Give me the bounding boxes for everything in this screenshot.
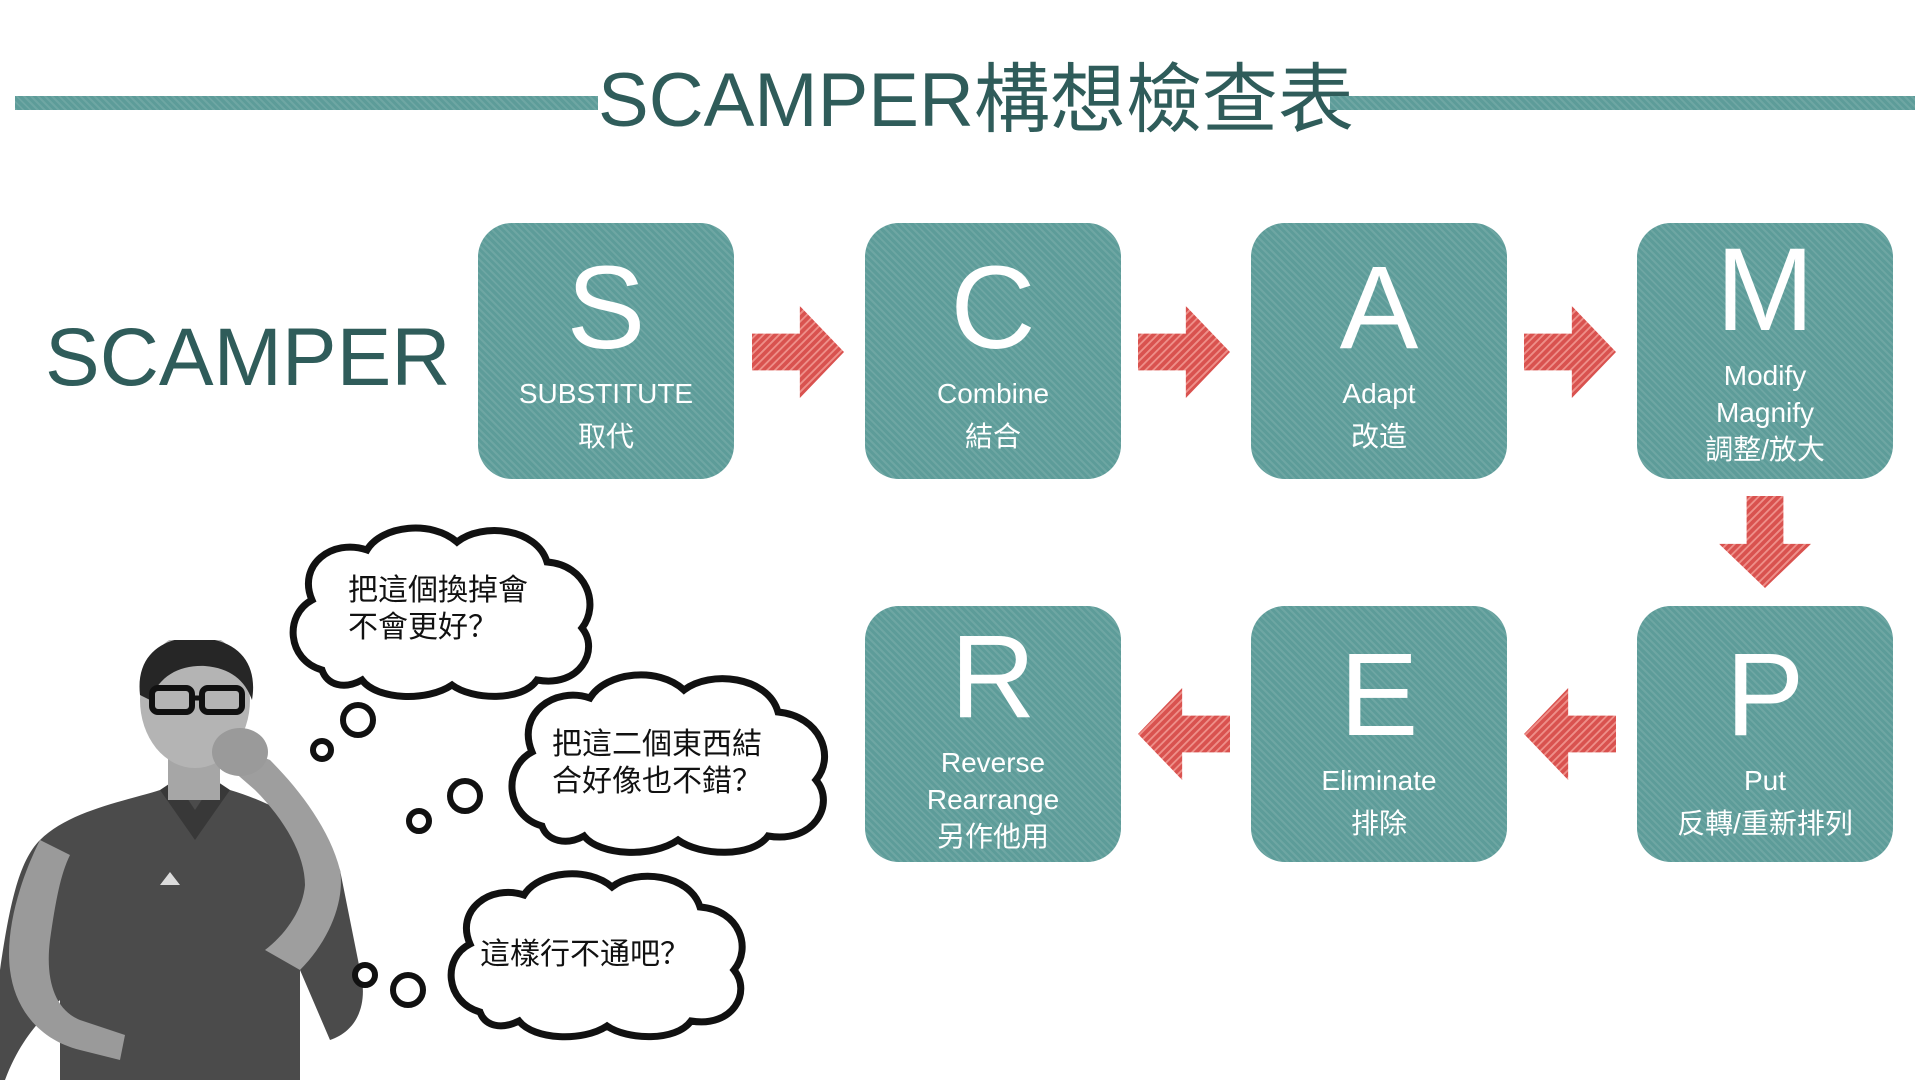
thought-dot (447, 778, 483, 814)
step-words: Adapt 改造 (1251, 375, 1507, 455)
scamper-label: SCAMPER (45, 312, 451, 403)
step-word: SUBSTITUTE (518, 378, 694, 409)
step-letter: P (1725, 629, 1805, 761)
thought-dot (390, 972, 426, 1008)
step-reverse: R Reverse Rearrange 另作他用 (865, 606, 1121, 862)
thought-dot (310, 738, 334, 762)
thought-bubble-icon: 把這個換掉會 不會更好？ (282, 520, 600, 702)
flow-arrow-right-icon (752, 306, 844, 398)
step-letter: E (1339, 629, 1419, 761)
step-word: 結合 (964, 421, 1021, 452)
step-adapt: A Adapt 改造 (1251, 223, 1507, 479)
thought-dot (340, 702, 376, 738)
flow-arrow-left-icon (1138, 688, 1230, 780)
step-combine: C Combine 結合 (865, 223, 1121, 479)
step-word: Magnify (1715, 397, 1815, 428)
step-word: 排除 (1350, 808, 1407, 839)
title-rule-left (15, 96, 598, 110)
step-words: Combine 結合 (865, 375, 1121, 455)
step-word: Adapt (1342, 378, 1416, 409)
thought-line: 這樣行不通吧？ (480, 938, 690, 971)
thought-bubble-icon: 把這二個東西結 合好像也不錯？ (500, 666, 836, 858)
step-word: Reverse (940, 747, 1046, 778)
step-letter: C (950, 242, 1036, 374)
step-word: Modify (1723, 360, 1807, 391)
step-word: Combine (936, 378, 1050, 409)
step-letter: R (950, 611, 1036, 743)
step-words: SUBSTITUTE 取代 (478, 375, 734, 455)
step-word: 另作他用 (936, 821, 1049, 852)
thought-bubble-icon: 這樣行不通吧？ (440, 866, 752, 1042)
flow-arrow-right-icon (1138, 306, 1230, 398)
flow-arrow-right-icon (1524, 306, 1616, 398)
thinking-man-illustration (0, 632, 440, 1080)
step-words: Modify Magnify 調整/放大 (1637, 357, 1893, 468)
step-word: 改造 (1350, 421, 1407, 452)
step-letter: S (566, 242, 646, 374)
thought-line: 把這二個東西結 (552, 728, 762, 761)
slide-title: SCAMPER構想檢查表 (598, 58, 1354, 143)
step-letter: M (1715, 224, 1815, 356)
thought-line: 不會更好？ (348, 611, 498, 644)
step-word: Put (1743, 765, 1787, 796)
step-word: Eliminate (1321, 765, 1437, 796)
step-words: Eliminate 排除 (1251, 762, 1507, 842)
step-word: Rearrange (926, 784, 1060, 815)
step-word: 取代 (577, 421, 634, 452)
thought-dot (352, 962, 378, 988)
step-substitute: S SUBSTITUTE 取代 (478, 223, 734, 479)
thought-line: 合好像也不錯？ (552, 765, 762, 798)
thought-dot (406, 808, 432, 834)
step-put: P Put 反轉/重新排列 (1637, 606, 1893, 862)
step-eliminate: E Eliminate 排除 (1251, 606, 1507, 862)
thought-text: 這樣行不通吧？ (480, 936, 690, 973)
step-words: Reverse Rearrange 另作他用 (865, 744, 1121, 855)
step-words: Put 反轉/重新排列 (1637, 762, 1893, 842)
thought-line: 把這個換掉會 (348, 574, 528, 607)
flow-arrow-left-icon (1524, 688, 1616, 780)
thought-text: 把這二個東西結 合好像也不錯？ (552, 726, 762, 800)
thought-text: 把這個換掉會 不會更好？ (348, 572, 528, 646)
step-modify: M Modify Magnify 調整/放大 (1637, 223, 1893, 479)
step-word: 調整/放大 (1705, 434, 1825, 465)
title-rule-right (1330, 96, 1915, 110)
flow-arrow-down-icon (1719, 496, 1811, 588)
step-letter: A (1339, 242, 1419, 374)
step-word: 反轉/重新排列 (1677, 808, 1853, 839)
